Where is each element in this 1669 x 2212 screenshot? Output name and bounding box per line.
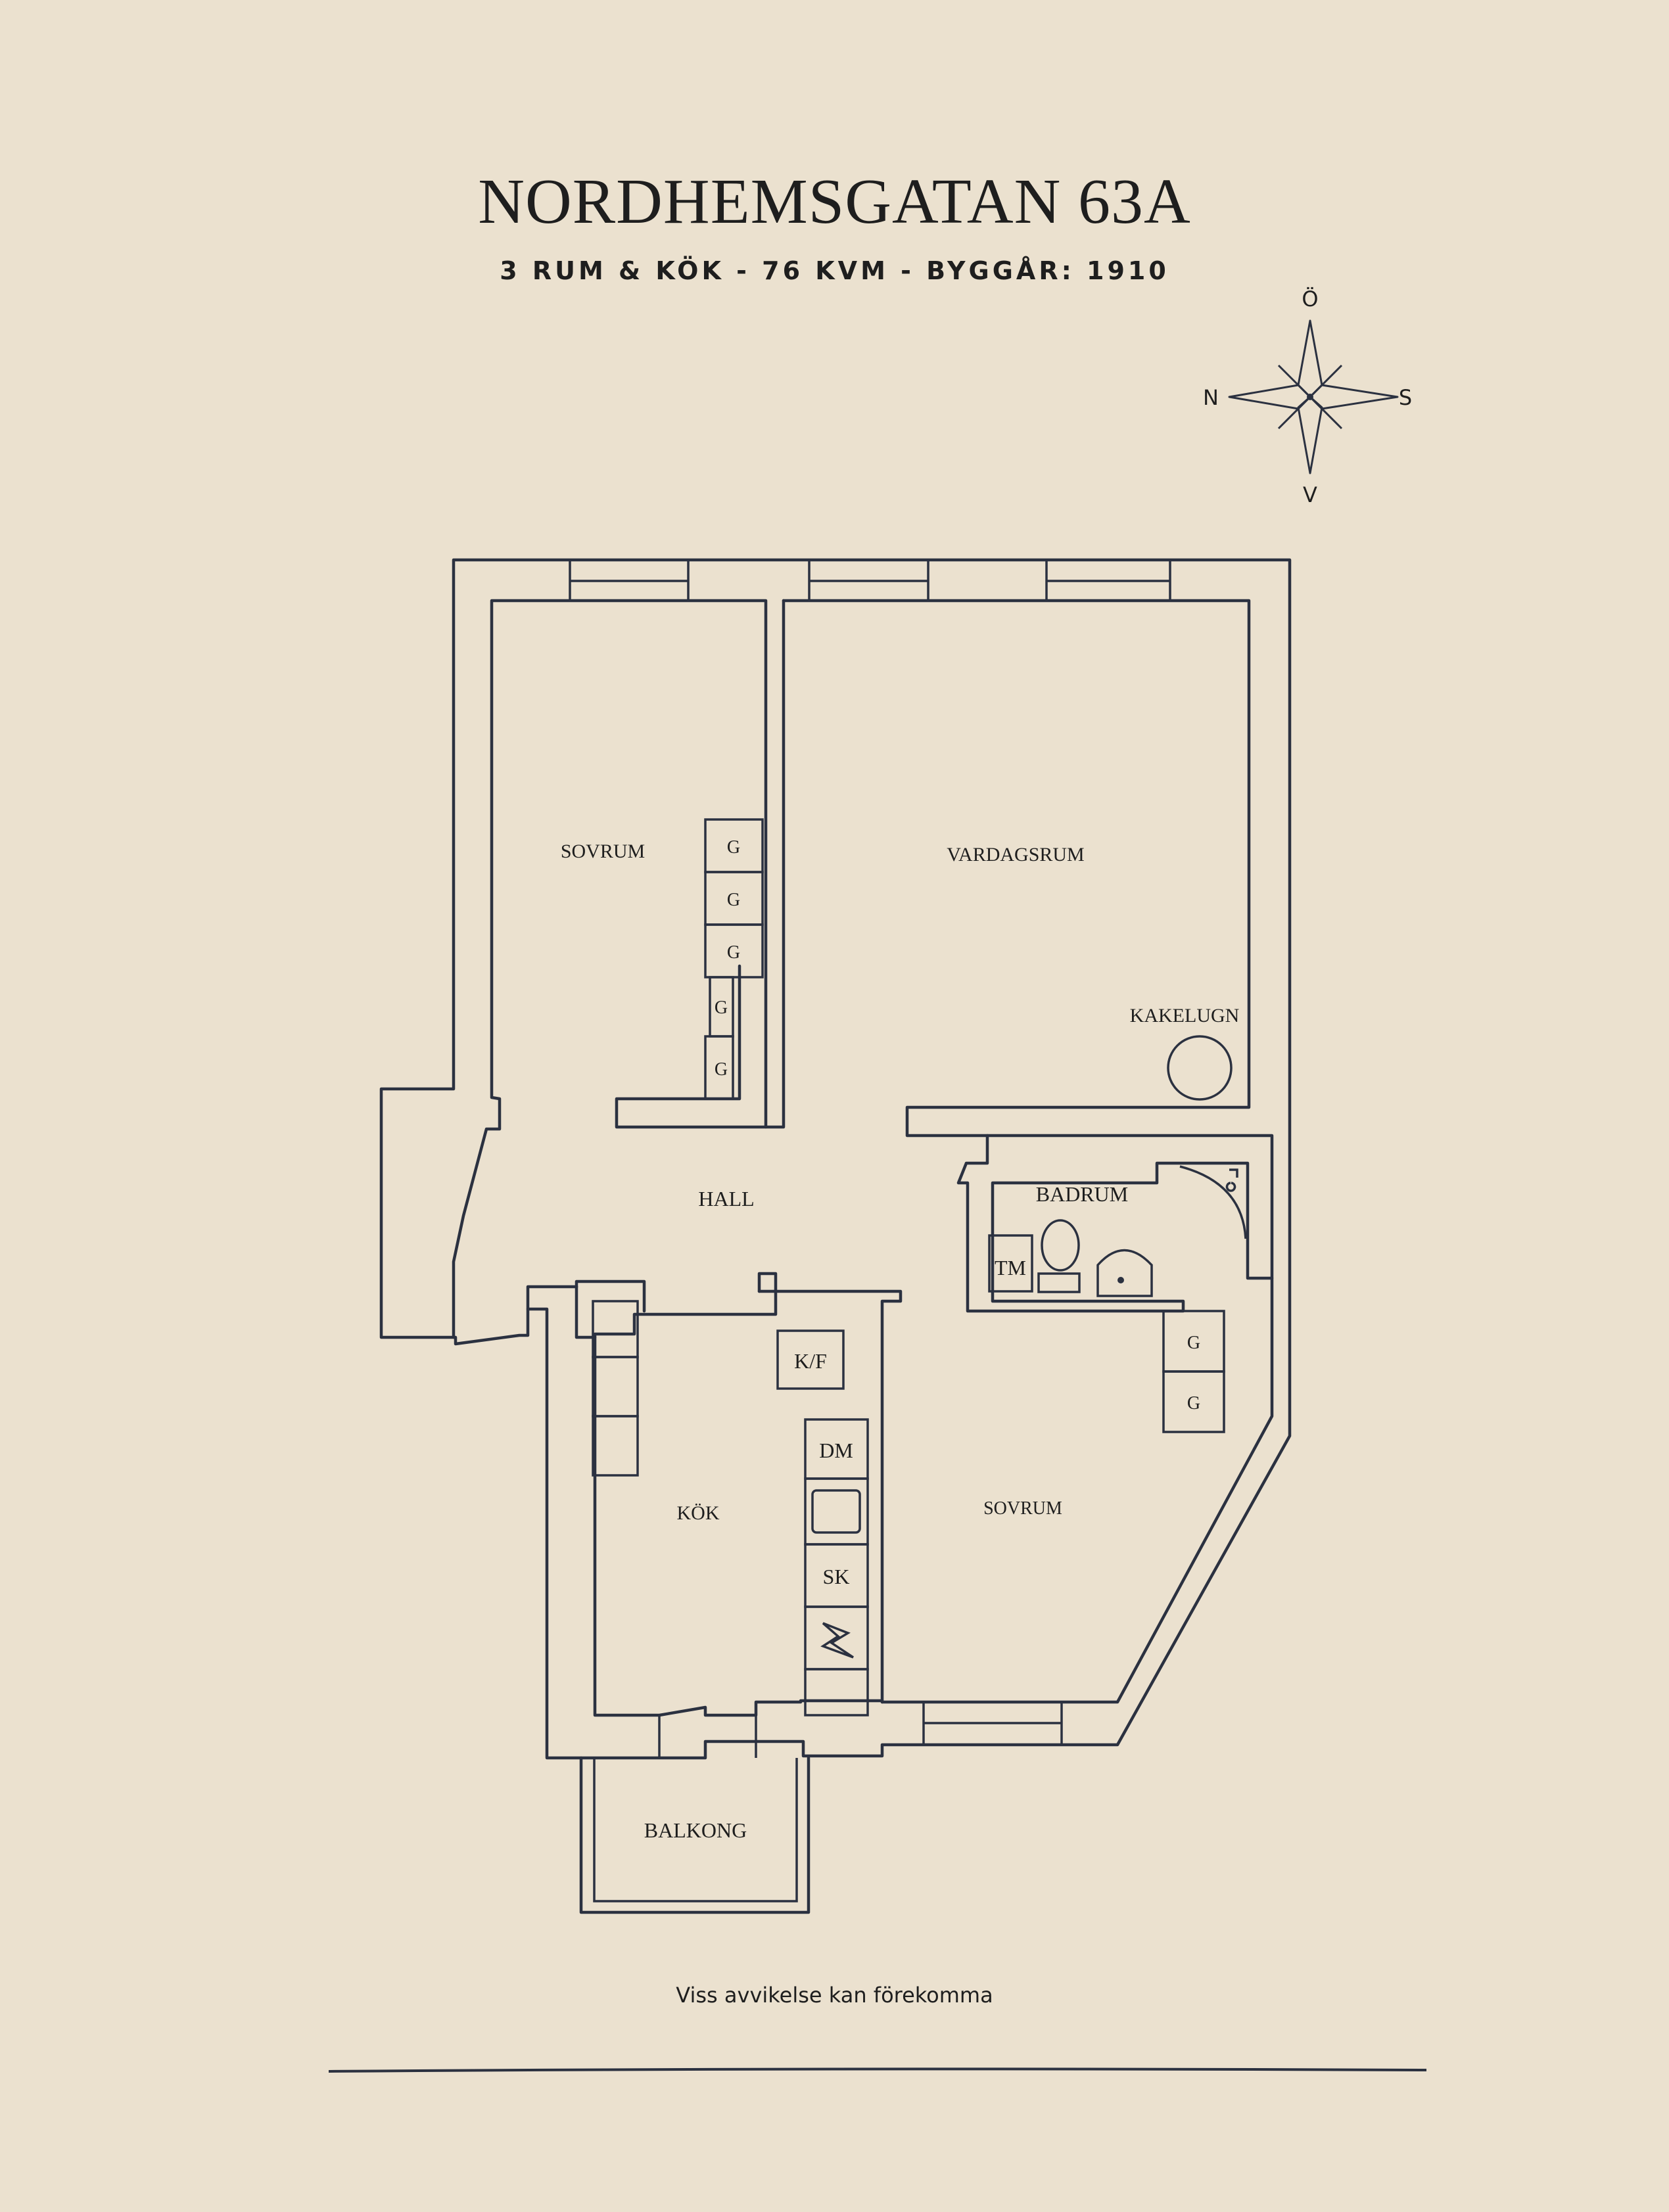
- room-label-sovrum-2: SOVRUM: [983, 1498, 1062, 1519]
- room-label-vardagsrum: VARDAGSRUM: [947, 844, 1085, 865]
- kitchen-left-cabinets: [592, 1300, 639, 1477]
- sk-label: SK: [823, 1565, 850, 1588]
- toilet-icon: [1037, 1219, 1081, 1293]
- fridge-freezer-box: [776, 1329, 845, 1390]
- compass-label-south: S: [1399, 385, 1412, 410]
- compass-label-east: Ö: [1302, 287, 1318, 311]
- room-label-hall: HALL: [698, 1187, 754, 1210]
- wardrobe-label: G: [715, 1059, 728, 1080]
- wardrobe-label: G: [1187, 1393, 1200, 1414]
- disclaimer-text: Viss avvikelse kan förekomma: [676, 1983, 993, 2008]
- dm-label: DM: [819, 1439, 853, 1462]
- page-title: NORDHEMSGATAN 63A: [478, 166, 1191, 237]
- wardrobe-label: G: [727, 942, 740, 963]
- kf-label: K/F: [794, 1349, 827, 1373]
- bottom-divider: [328, 2067, 1427, 2073]
- bathroom-walls: [956, 1134, 1274, 1313]
- compass-label-north: N: [1203, 385, 1219, 410]
- tiled-stove-icon: [1167, 1035, 1233, 1101]
- room-label-kok: KÖK: [677, 1502, 720, 1524]
- room-label-balkong: BALKONG: [644, 1818, 747, 1842]
- wardrobe-label: G: [727, 890, 740, 910]
- wardrobe-label: G: [715, 998, 728, 1018]
- compass-rose-icon: Ö N S V: [1203, 287, 1412, 507]
- sink-icon: [1096, 1249, 1153, 1297]
- page-subtitle: 3 RUM & KÖK - 76 KVM - BYGGÅR: 1910: [500, 256, 1169, 285]
- room-label-badrum: BADRUM: [1036, 1182, 1128, 1206]
- wardrobe-label: G: [1187, 1333, 1200, 1353]
- compass-label-west: V: [1303, 482, 1317, 507]
- balcony: [579, 1756, 811, 1914]
- wardrobe-label: G: [727, 837, 740, 858]
- kitchen-counter: [804, 1418, 869, 1717]
- wardrobe-group-left: [704, 818, 764, 1100]
- washing-machine-box: [988, 1234, 1033, 1293]
- room-label-kakelugn: KAKELUGN: [1130, 1005, 1240, 1026]
- tm-label: TM: [995, 1256, 1026, 1279]
- wardrobe-group-right: [1162, 1310, 1225, 1433]
- room-label-sovrum: SOVRUM: [561, 841, 645, 862]
- outer-walls: [379, 558, 1292, 1760]
- windows: [569, 560, 1171, 1758]
